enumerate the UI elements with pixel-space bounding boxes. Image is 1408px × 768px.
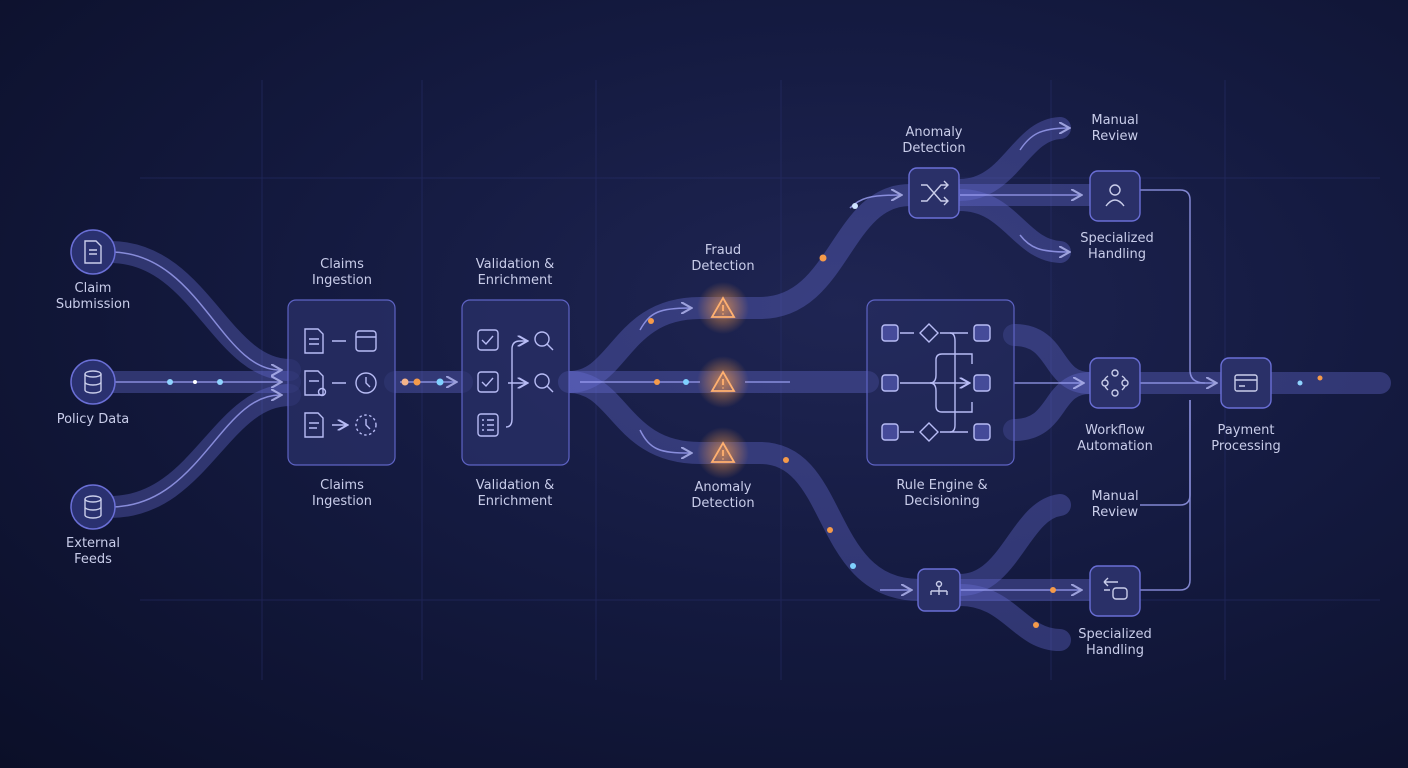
external-feeds-label: External Feeds <box>66 536 120 567</box>
claim-submission-label: Claim Submission <box>55 281 131 312</box>
validation-label-bottom: Validation & Enrichment <box>475 478 555 509</box>
warning-nodes <box>697 282 749 479</box>
specialized-handling-lower-label: Specialized Handling <box>1078 627 1152 658</box>
flow-lines <box>109 128 1215 590</box>
flow-particles <box>167 203 1323 628</box>
warning-icon <box>710 441 736 463</box>
validation-icons <box>477 329 554 437</box>
fraud-detection-label: Fraud Detection <box>691 243 755 274</box>
rule-engine-label: Rule Engine & Decisioning <box>896 478 988 509</box>
ingestion-icons <box>304 328 377 438</box>
specialized-handling-upper-label: Specialized Handling <box>1080 231 1154 262</box>
database-icon <box>84 495 102 519</box>
ingestion-label-bottom: Claims Ingestion <box>312 478 372 509</box>
user-icon <box>1105 184 1125 207</box>
anomaly-detection-lower-label: Anomaly Detection <box>691 480 755 511</box>
policy-data-label: Policy Data <box>56 412 130 427</box>
hierarchy-icon <box>930 580 948 595</box>
workflow-icon <box>1101 369 1129 397</box>
manual-review-upper-label: Manual Review <box>1091 113 1139 144</box>
document-icon <box>84 240 102 264</box>
validation-label-top: Validation & Enrichment <box>475 257 555 288</box>
warning-icon <box>710 370 736 392</box>
anomaly-detection-upper-label: Anomaly Detection <box>902 125 966 156</box>
warning-icon <box>710 296 736 318</box>
source-nodes <box>70 229 116 530</box>
ingestion-label-top: Claims Ingestion <box>312 257 372 288</box>
return-icon <box>1103 577 1128 600</box>
workflow-automation-label: Workflow Automation <box>1077 423 1153 454</box>
payment-processing-label: Payment Processing <box>1211 423 1281 454</box>
shuffle-icon <box>921 180 949 206</box>
rule-engine-flow <box>881 323 991 442</box>
credit-card-icon <box>1234 374 1258 392</box>
manual-review-lower-label: Manual Review <box>1091 489 1139 520</box>
database-icon <box>84 370 102 394</box>
